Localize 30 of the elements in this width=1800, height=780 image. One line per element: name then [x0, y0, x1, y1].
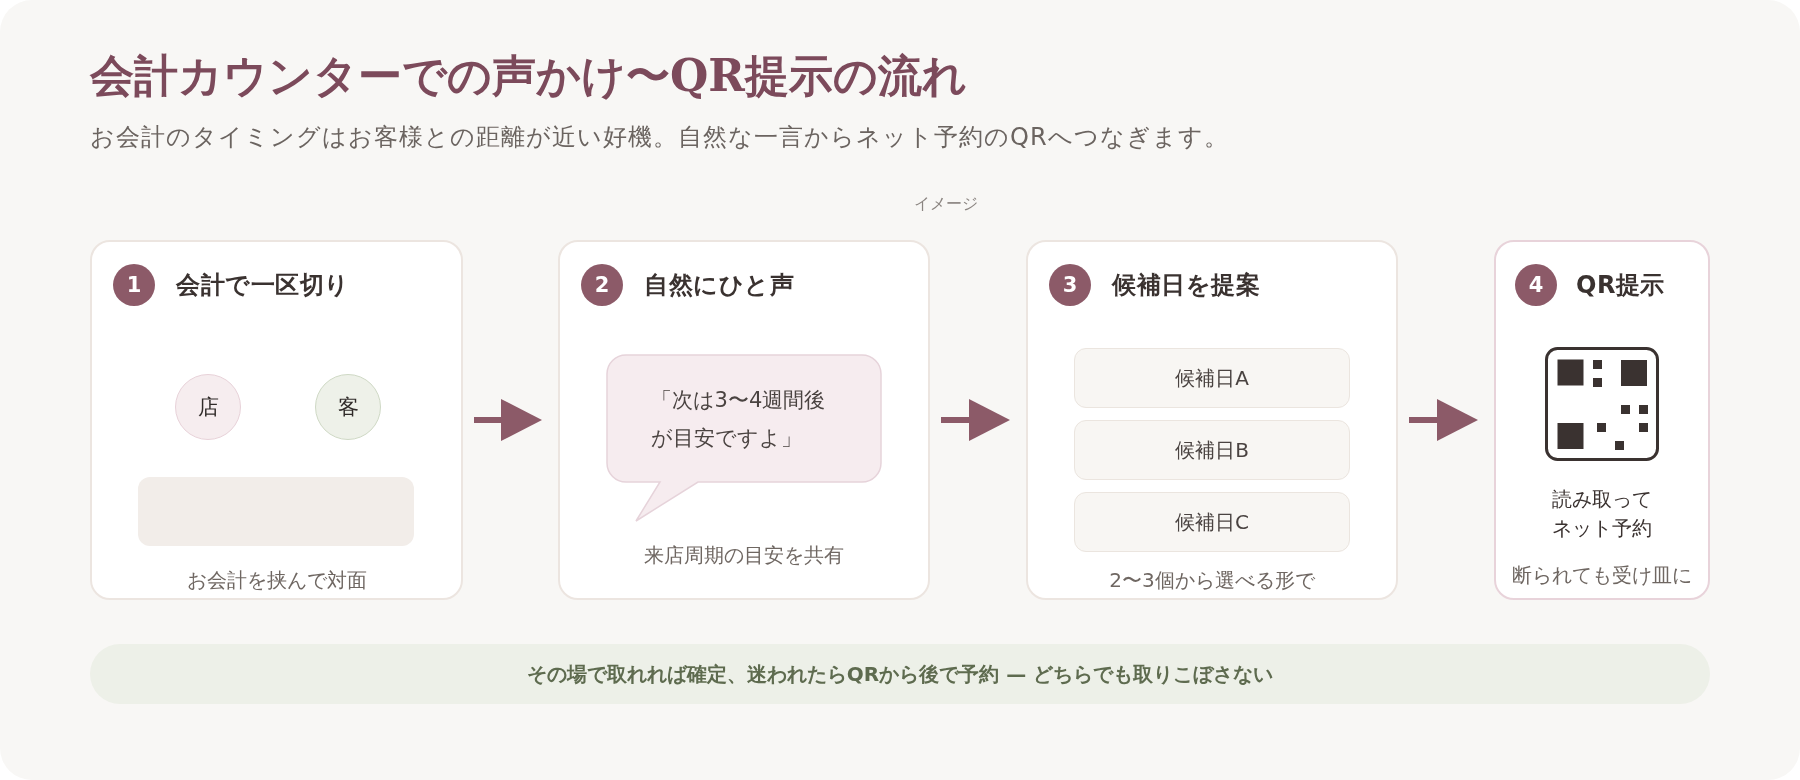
step-number: 2 — [581, 264, 623, 306]
diagram-title: 会計カウンターでの声かけ〜QR提示の流れ — [90, 49, 967, 103]
speech-bubble: 「次は3〜4週間後が目安ですよ」 — [606, 354, 882, 522]
arrow — [474, 399, 542, 441]
step-number: 4 — [1515, 264, 1557, 306]
step-card — [90, 240, 463, 600]
image-note-label: イメージ — [914, 193, 978, 215]
subtitle: お会計のタイミングはお客様との距離が近い好機。自然な一言からネット予約のQRへつなぎます。 — [90, 122, 1229, 153]
step-title: 候補日を提案 — [1112, 270, 1260, 301]
date-option: 候補日A — [1074, 348, 1350, 408]
step-text: 読み取ってネット予約 — [1551, 487, 1653, 542]
step-card — [1494, 240, 1710, 600]
step-caption: 断られても受け皿に — [1512, 562, 1692, 589]
step-caption: お会計を挟んで対面 — [186, 567, 367, 594]
step-card — [1026, 240, 1398, 600]
step-caption: 来店周期の目安を共有 — [644, 542, 844, 569]
step-number: 3 — [1049, 264, 1091, 306]
summary-banner: その場で取れれば確定、迷われたらQRから後で予約 — どちらでも取りこぼさない — [90, 644, 1710, 704]
step-number: 1 — [113, 264, 155, 306]
arrow — [941, 399, 1010, 441]
role-circle: 客 — [315, 374, 381, 440]
step-caption: 2〜3個から選べる形で — [1109, 567, 1315, 594]
step-title: 会計で一区切り — [176, 270, 350, 301]
step-title: QR提示 — [1576, 270, 1665, 301]
date-option: 候補日B — [1074, 420, 1350, 480]
step-title: 自然にひと声 — [644, 270, 794, 301]
role-circle: 店 — [175, 374, 241, 440]
step-card — [558, 240, 930, 600]
arrow — [1409, 399, 1478, 441]
date-option: 候補日C — [1074, 492, 1350, 552]
